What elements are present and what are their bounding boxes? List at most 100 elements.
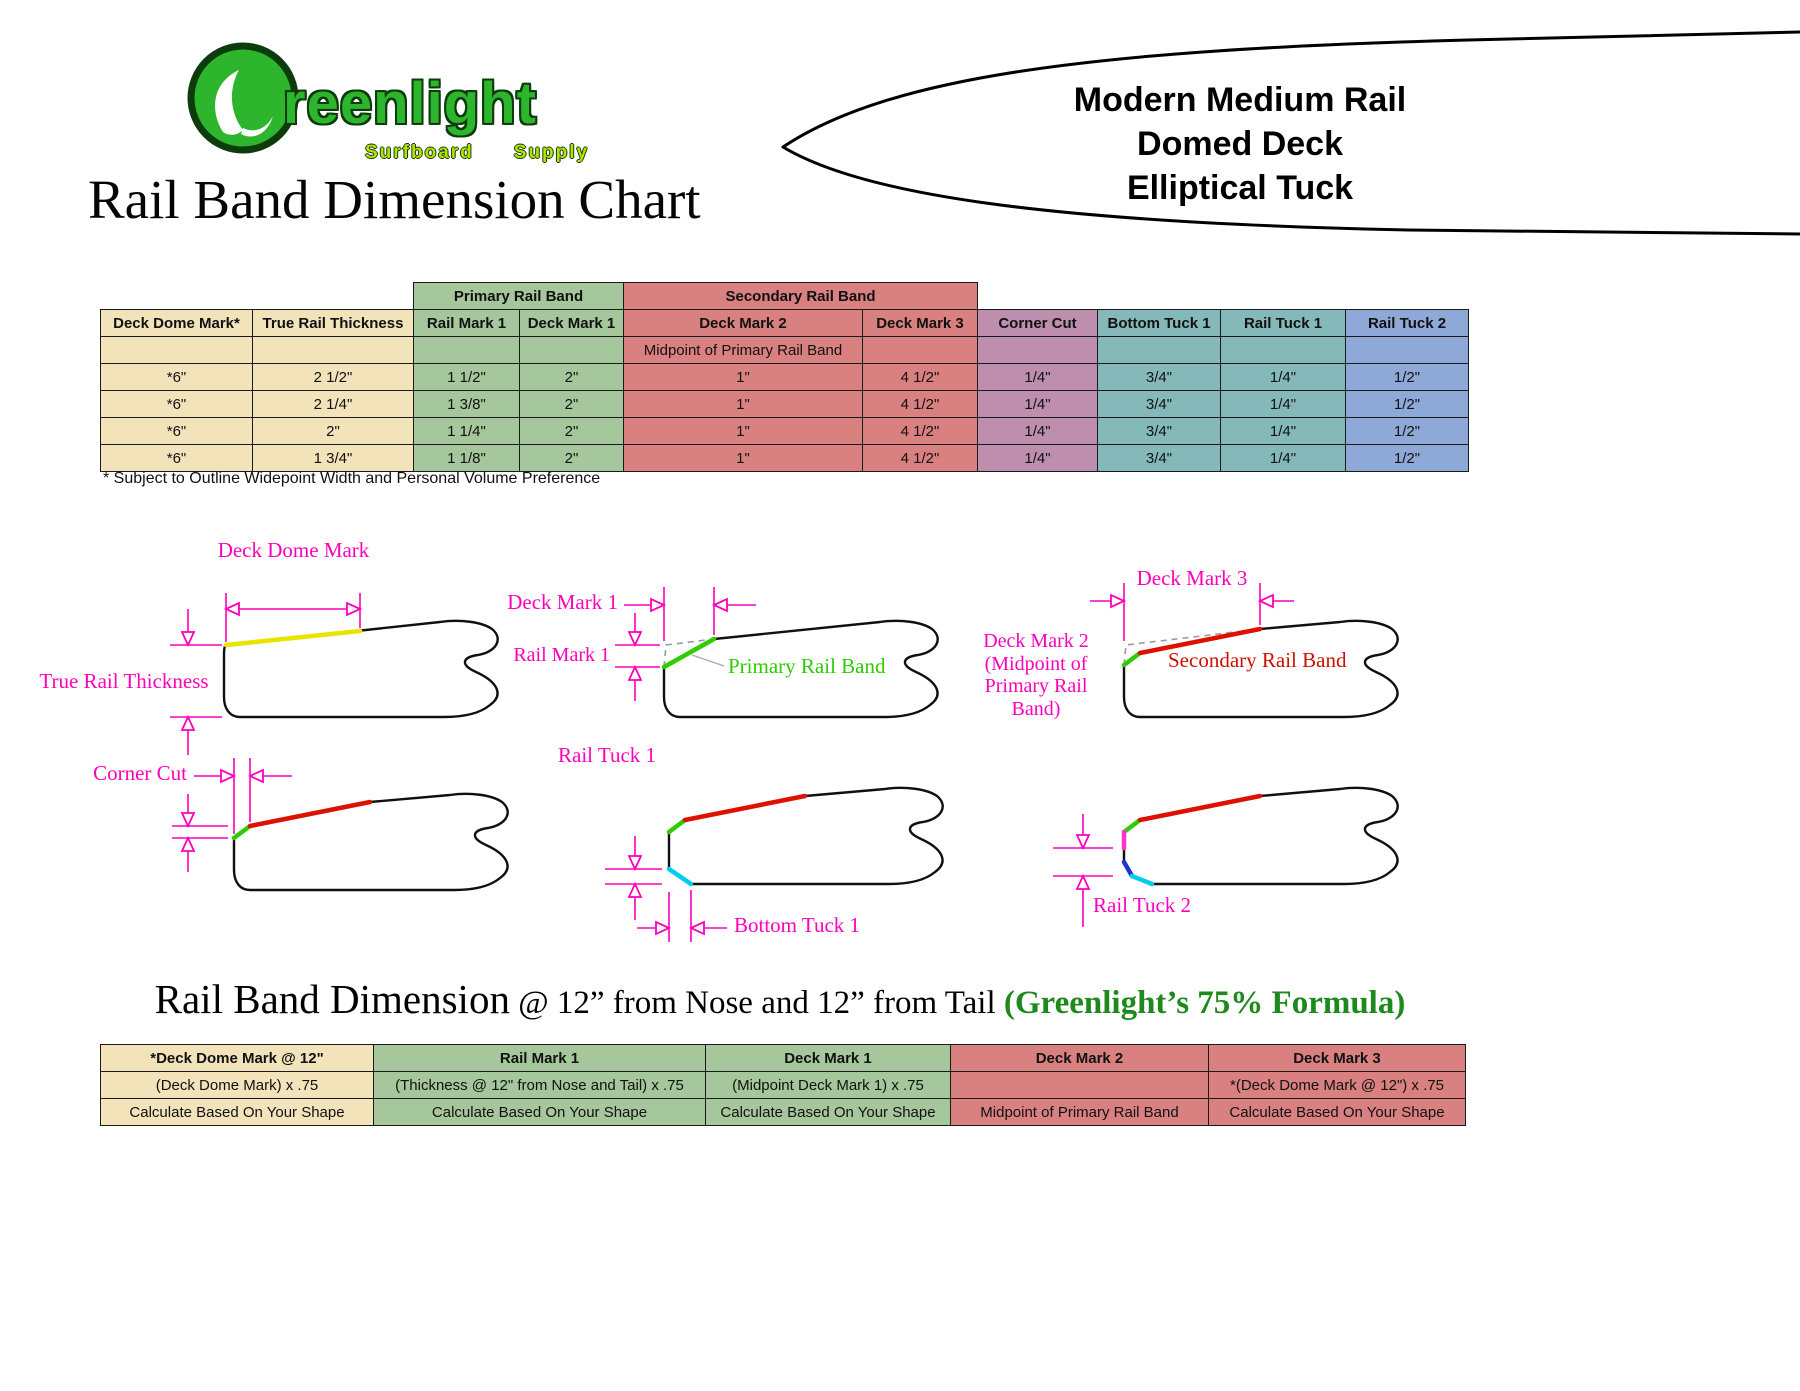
main-table-cell: 1"	[623, 363, 863, 391]
table-row: (Deck Dome Mark) x .75(Thickness @ 12" f…	[100, 1071, 1466, 1099]
formula-header-row: *Deck Dome Mark @ 12" Rail Mark 1 Deck M…	[100, 1044, 1466, 1072]
logo-wave-shape	[215, 70, 243, 135]
group-header-primary: Primary Rail Band	[413, 282, 624, 310]
deck-mark-2-label: Deck Mark 2 (Midpoint of Primary Rail Ba…	[983, 630, 1089, 720]
table-row: *6"2 1/2"1 1/2"2"1"4 1/2"1/4"3/4"1/4"1/2…	[100, 363, 1470, 391]
main-table-cell: 2 1/4"	[252, 390, 414, 418]
main-table-cell: 3/4"	[1097, 444, 1222, 472]
secondary-rail-band-label: Secondary Rail Band	[1168, 648, 1347, 672]
main-table-cell: 3/4"	[1097, 363, 1222, 391]
subheader-cell	[861, 336, 979, 364]
column-header: Rail Tuck 2	[1345, 309, 1470, 337]
rail-profile	[1122, 619, 1399, 719]
secondary-rail-band-segment	[1137, 793, 1263, 823]
brand-tagline: Surfboard Supply	[365, 142, 589, 164]
board-spec-tuck: Elliptical Tuck	[1126, 169, 1354, 207]
formula-table-body: (Deck Dome Mark) x .75(Thickness @ 12" f…	[100, 1071, 1466, 1126]
diagram-rail-tuck-2: Rail Tuck 2	[1005, 742, 1475, 957]
subheader-cell-deck-mark-2: Midpoint of Primary Rail Band	[623, 336, 863, 364]
column-header: True Rail Thickness	[252, 309, 414, 337]
main-table-cell: 2 1/2"	[252, 363, 414, 391]
main-table-cell: 1/4"	[977, 390, 1099, 418]
main-table-cell: 1"	[623, 417, 863, 445]
rail-profile	[667, 786, 944, 886]
main-table-cell: 1/4"	[1220, 363, 1347, 391]
main-table-cell: *6"	[100, 417, 253, 445]
main-table-cell: 2"	[519, 390, 624, 418]
deck-dome-mark-label: Deck Dome Mark	[217, 538, 370, 562]
rail-cross-section-5	[605, 786, 944, 942]
tuck-blue-segment	[1121, 859, 1135, 879]
formula-table-cell: (Midpoint Deck Mark 1) x .75	[705, 1071, 951, 1099]
formula-table-cell: *(Deck Dome Mark @ 12") x .75	[1208, 1071, 1466, 1099]
logo-wave-shape-2	[241, 116, 273, 137]
table-row: *6"2"1 1/4"2"1"4 1/2"1/4"3/4"1/4"1/2"	[100, 417, 1470, 445]
rail-tuck-1-label: Rail Tuck 1	[558, 743, 657, 767]
column-header: Deck Mark 1	[519, 309, 624, 337]
diagram-rail-tuck-1: Rail Tuck 1 Bottom Tuck 1	[550, 742, 1010, 977]
main-table-cell: 1/4"	[977, 444, 1099, 472]
formula-table: *Deck Dome Mark @ 12" Rail Mark 1 Deck M…	[100, 1044, 1466, 1126]
formula-column-header: Rail Mark 1	[373, 1044, 706, 1072]
main-table-cell: 1/2"	[1345, 363, 1470, 391]
column-header-row: Deck Dome Mark* True Rail Thickness Rail…	[100, 309, 1470, 337]
formula-table-cell: Calculate Based On Your Shape	[373, 1098, 706, 1126]
true-rail-thickness-label: True Rail Thickness	[39, 669, 209, 693]
brand-tagline-supply: Supply	[513, 142, 590, 163]
board-spec-rail: Modern Medium Rail	[1073, 81, 1407, 119]
greenlight-logo-mark	[187, 42, 299, 154]
main-table-cell: 4 1/2"	[861, 390, 979, 418]
dimension-annotations	[615, 587, 756, 701]
rail-profile	[662, 619, 939, 719]
main-table-cell: 2"	[252, 417, 414, 445]
page-title: Rail Band Dimension Chart	[88, 169, 701, 230]
deck-mark-1-label: Deck Mark 1	[507, 590, 618, 614]
main-table-cell: 1 1/2"	[413, 363, 520, 391]
main-table-cell: 4 1/2"	[861, 363, 979, 391]
formula-section-title: Rail Band Dimension @ 12” from Nose and …	[0, 975, 1560, 1023]
table-row: *6"2 1/4"1 3/8"2"1"4 1/2"1/4"3/4"1/4"1/2…	[100, 390, 1470, 418]
main-table-cell: 1/2"	[1345, 417, 1470, 445]
subheader-cell	[100, 336, 253, 364]
formula-column-header: Deck Mark 2	[950, 1044, 1209, 1072]
primary-rail-band-segment	[1121, 817, 1143, 835]
original-corner-ghost	[663, 638, 715, 668]
main-table-cell: 3/4"	[1097, 390, 1222, 418]
secondary-rail-band-segment	[1137, 626, 1263, 656]
column-header: Rail Tuck 1	[1220, 309, 1347, 337]
dimension-annotations	[170, 593, 363, 755]
dimension-annotations	[172, 758, 292, 872]
column-header: Corner Cut	[977, 309, 1099, 337]
primary-rail-band-segment	[1121, 650, 1143, 668]
brand-tagline-surfboard: Surfboard	[365, 142, 474, 163]
main-table-cell: 1 3/8"	[413, 390, 520, 418]
primary-rail-band-label: Primary Rail Band	[728, 654, 886, 678]
rail-mark-1-label: Rail Mark 1	[513, 644, 610, 666]
surfboard-outline	[781, 30, 1800, 236]
group-header-blank	[100, 282, 414, 310]
main-table-cell: 1 1/8"	[413, 444, 520, 472]
subheader-cell	[1220, 336, 1347, 364]
main-table-cell: 1/4"	[1220, 417, 1347, 445]
subheader-cell	[252, 336, 414, 364]
corner-cut-segment	[231, 823, 253, 841]
corner-cut-label: Corner Cut	[93, 761, 187, 785]
formula-table-cell: Calculate Based On Your Shape	[705, 1098, 951, 1126]
rail-cross-section-6	[1053, 786, 1399, 927]
main-table-cell: 1 3/4"	[252, 444, 414, 472]
main-table-cell: 1/2"	[1345, 444, 1470, 472]
subheader-cell	[519, 336, 624, 364]
rail-cross-section-1	[170, 593, 499, 755]
diagram-secondary-rail-band: Deck Mark 3 Deck Mark 2 (Midpoint of Pri…	[970, 535, 1470, 765]
formula-table-cell: (Deck Dome Mark) x .75	[100, 1071, 374, 1099]
rail-tuck-2-label: Rail Tuck 2	[1093, 893, 1192, 917]
main-table-cell: 2"	[519, 444, 624, 472]
table-row: *6"1 3/4"1 1/8"2"1"4 1/2"1/4"3/4"1/4"1/2…	[100, 444, 1470, 472]
formula-title-highlight: (Greenlight’s 75% Formula)	[1003, 985, 1406, 1021]
formula-title-detail: @ 12” from Nose and 12” from Tail	[509, 985, 1004, 1021]
board-spec-deck: Domed Deck	[1137, 125, 1343, 163]
bottom-tuck-1-label: Bottom Tuck 1	[734, 913, 861, 937]
column-header: Rail Mark 1	[413, 309, 520, 337]
